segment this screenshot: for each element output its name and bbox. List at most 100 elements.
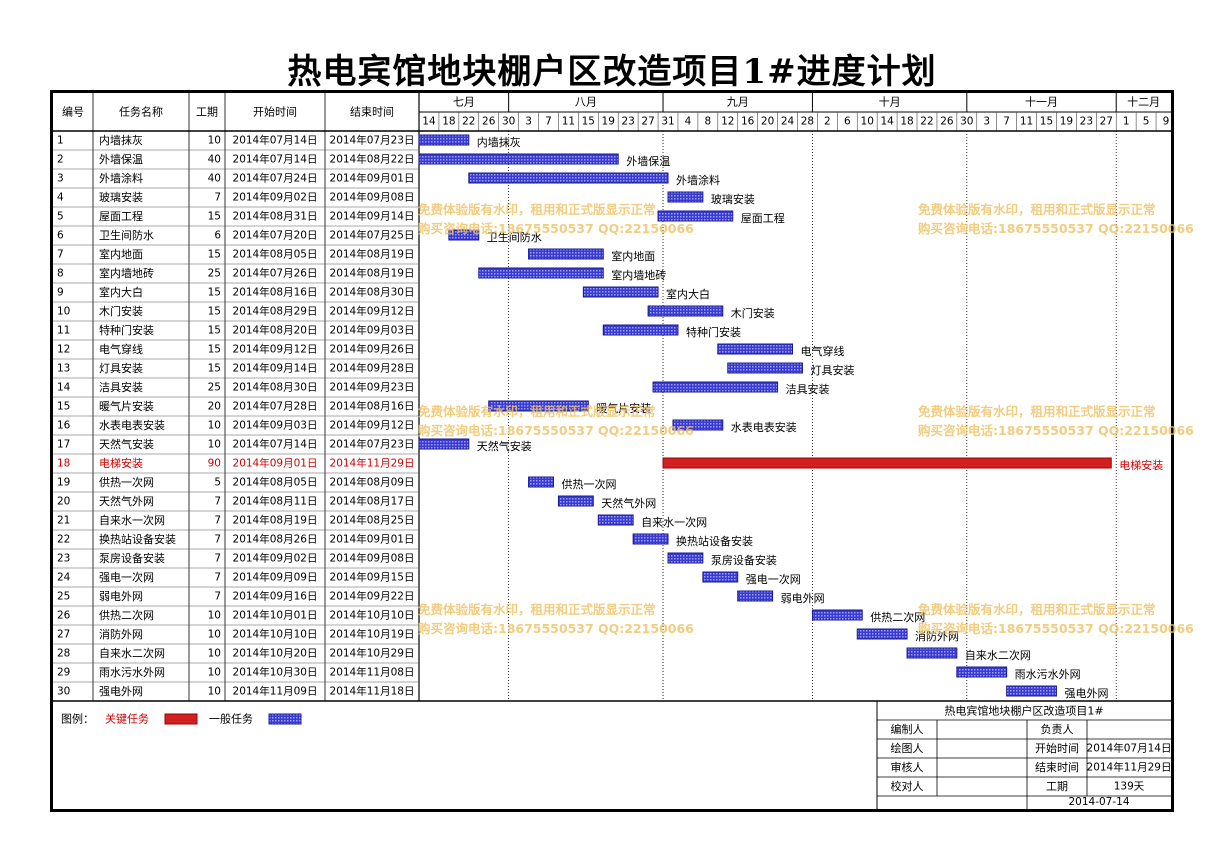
task-duration: 15 <box>208 249 221 261</box>
task-duration: 20 <box>208 401 221 413</box>
header-end: 结束时间 <box>350 106 394 119</box>
tick-label-19: 28 <box>801 116 814 128</box>
month-label-4: 十一月 <box>1025 95 1058 109</box>
task-name: 供热一次网 <box>99 475 154 489</box>
task-end: 2014年08月19日 <box>330 267 415 280</box>
tick-label-21: 6 <box>844 116 851 128</box>
task-start: 2014年08月30日 <box>233 381 318 394</box>
task-end: 2014年09月08日 <box>330 191 415 204</box>
watermark-line-2: 购买咨询电话:18675550537 QQ:22150066 <box>918 221 1194 236</box>
task-bar <box>906 647 958 659</box>
task-bar-label: 消防外网 <box>915 629 959 643</box>
info-label: 编制人 <box>891 722 924 736</box>
task-bar <box>488 400 589 412</box>
task-bar-label: 供热二次网 <box>870 610 925 624</box>
task-end: 2014年07月23日 <box>330 134 415 147</box>
task-bar <box>702 571 739 583</box>
task-end: 2014年08月17日 <box>330 495 415 508</box>
watermark-text: 免费体验版有水印，租用和正式版显示正常购买咨询电话:18675550537 QQ… <box>418 200 694 238</box>
task-bar-label: 电梯安装 <box>1119 458 1163 472</box>
tick-label-12: 31 <box>661 116 674 128</box>
legend-normal-swatch <box>268 713 302 725</box>
legend-normal-label: 一般任务 <box>209 713 253 726</box>
task-name: 强电外网 <box>99 685 143 698</box>
task-start: 2014年08月16日 <box>233 286 318 299</box>
legend-title: 图例： <box>61 712 94 726</box>
task-no: 5 <box>57 211 64 223</box>
task-no: 4 <box>57 192 64 204</box>
task-start: 2014年07月14日 <box>233 438 318 451</box>
tick-label-32: 19 <box>1060 116 1073 128</box>
task-end: 2014年08月25日 <box>330 514 415 527</box>
info-label: 结束时间 <box>1035 761 1079 774</box>
task-no: 9 <box>57 287 64 299</box>
tick-label-27: 30 <box>960 116 973 128</box>
task-bar <box>956 666 1008 678</box>
task-start: 2014年07月26日 <box>233 267 318 280</box>
task-duration: 15 <box>208 306 221 318</box>
task-no: 19 <box>57 477 70 489</box>
task-end: 2014年09月01日 <box>330 533 415 546</box>
tick-label-23: 14 <box>880 116 894 128</box>
task-bar-label: 弱电外网 <box>781 592 825 605</box>
task-no: 10 <box>57 306 70 318</box>
task-start: 2014年08月29日 <box>233 305 318 318</box>
task-name: 内墙抹灰 <box>99 133 143 147</box>
task-start: 2014年10月30日 <box>233 666 318 679</box>
task-bar <box>418 438 470 450</box>
task-bar-label: 室内大白 <box>666 287 710 301</box>
task-start: 2014年10月10日 <box>233 628 318 641</box>
task-bar <box>478 267 604 279</box>
task-name: 洁具安装 <box>99 380 143 394</box>
task-end: 2014年07月23日 <box>330 438 415 451</box>
task-end: 2014年09月23日 <box>330 381 415 394</box>
task-duration: 7 <box>214 534 221 546</box>
task-bar <box>856 628 908 640</box>
task-no: 3 <box>57 173 64 185</box>
task-bar <box>652 381 779 393</box>
task-name: 特种门安装 <box>99 323 154 337</box>
task-end: 2014年08月09日 <box>330 476 415 489</box>
month-label-3: 十月 <box>879 95 901 109</box>
task-name: 雨水污水外网 <box>99 666 165 679</box>
tick-label-15: 12 <box>721 116 734 128</box>
info-value: 139天 <box>1114 781 1145 793</box>
task-end: 2014年11月08日 <box>330 666 415 679</box>
watermark-text: 免费体验版有水印，租用和正式版显示正常购买咨询电话:18675550537 QQ… <box>918 200 1194 238</box>
watermark-line-2: 购买咨询电话:18675550537 QQ:22150066 <box>918 621 1194 636</box>
tick-label-2: 22 <box>462 116 475 128</box>
task-duration: 7 <box>214 192 221 204</box>
task-no: 23 <box>57 553 70 565</box>
task-name: 天然气安装 <box>99 437 154 451</box>
task-bar <box>657 210 734 222</box>
task-start: 2014年08月19日 <box>233 514 318 527</box>
task-end: 2014年09月01日 <box>330 172 415 185</box>
task-duration: 40 <box>208 154 221 166</box>
watermark-line-1: 免费体验版有水印，租用和正式版显示正常 <box>418 202 656 217</box>
task-bar <box>811 609 863 621</box>
legend-critical-swatch <box>164 713 198 725</box>
info-label: 开始时间 <box>1035 741 1079 755</box>
task-bar <box>528 248 604 260</box>
task-start: 2014年08月20日 <box>233 324 318 337</box>
task-start: 2014年07月20日 <box>233 229 318 242</box>
info-label: 校对人 <box>891 779 924 793</box>
task-bar <box>667 552 704 564</box>
tick-label-26: 26 <box>940 116 954 128</box>
task-end: 2014年11月29日 <box>330 457 415 470</box>
task-end: 2014年08月22日 <box>330 153 415 166</box>
info-label: 工期 <box>1046 780 1068 793</box>
task-bar <box>632 533 669 545</box>
task-bar <box>448 229 480 241</box>
task-no: 13 <box>57 363 70 375</box>
task-duration: 10 <box>208 629 221 641</box>
task-bar-label: 自来水二次网 <box>965 648 1031 662</box>
task-duration: 15 <box>208 287 221 299</box>
month-label-1: 八月 <box>575 96 597 109</box>
task-start: 2014年09月02日 <box>233 191 318 204</box>
task-bar <box>597 514 634 526</box>
task-bar <box>717 343 794 355</box>
task-no: 27 <box>57 629 70 641</box>
task-no: 22 <box>57 534 70 546</box>
